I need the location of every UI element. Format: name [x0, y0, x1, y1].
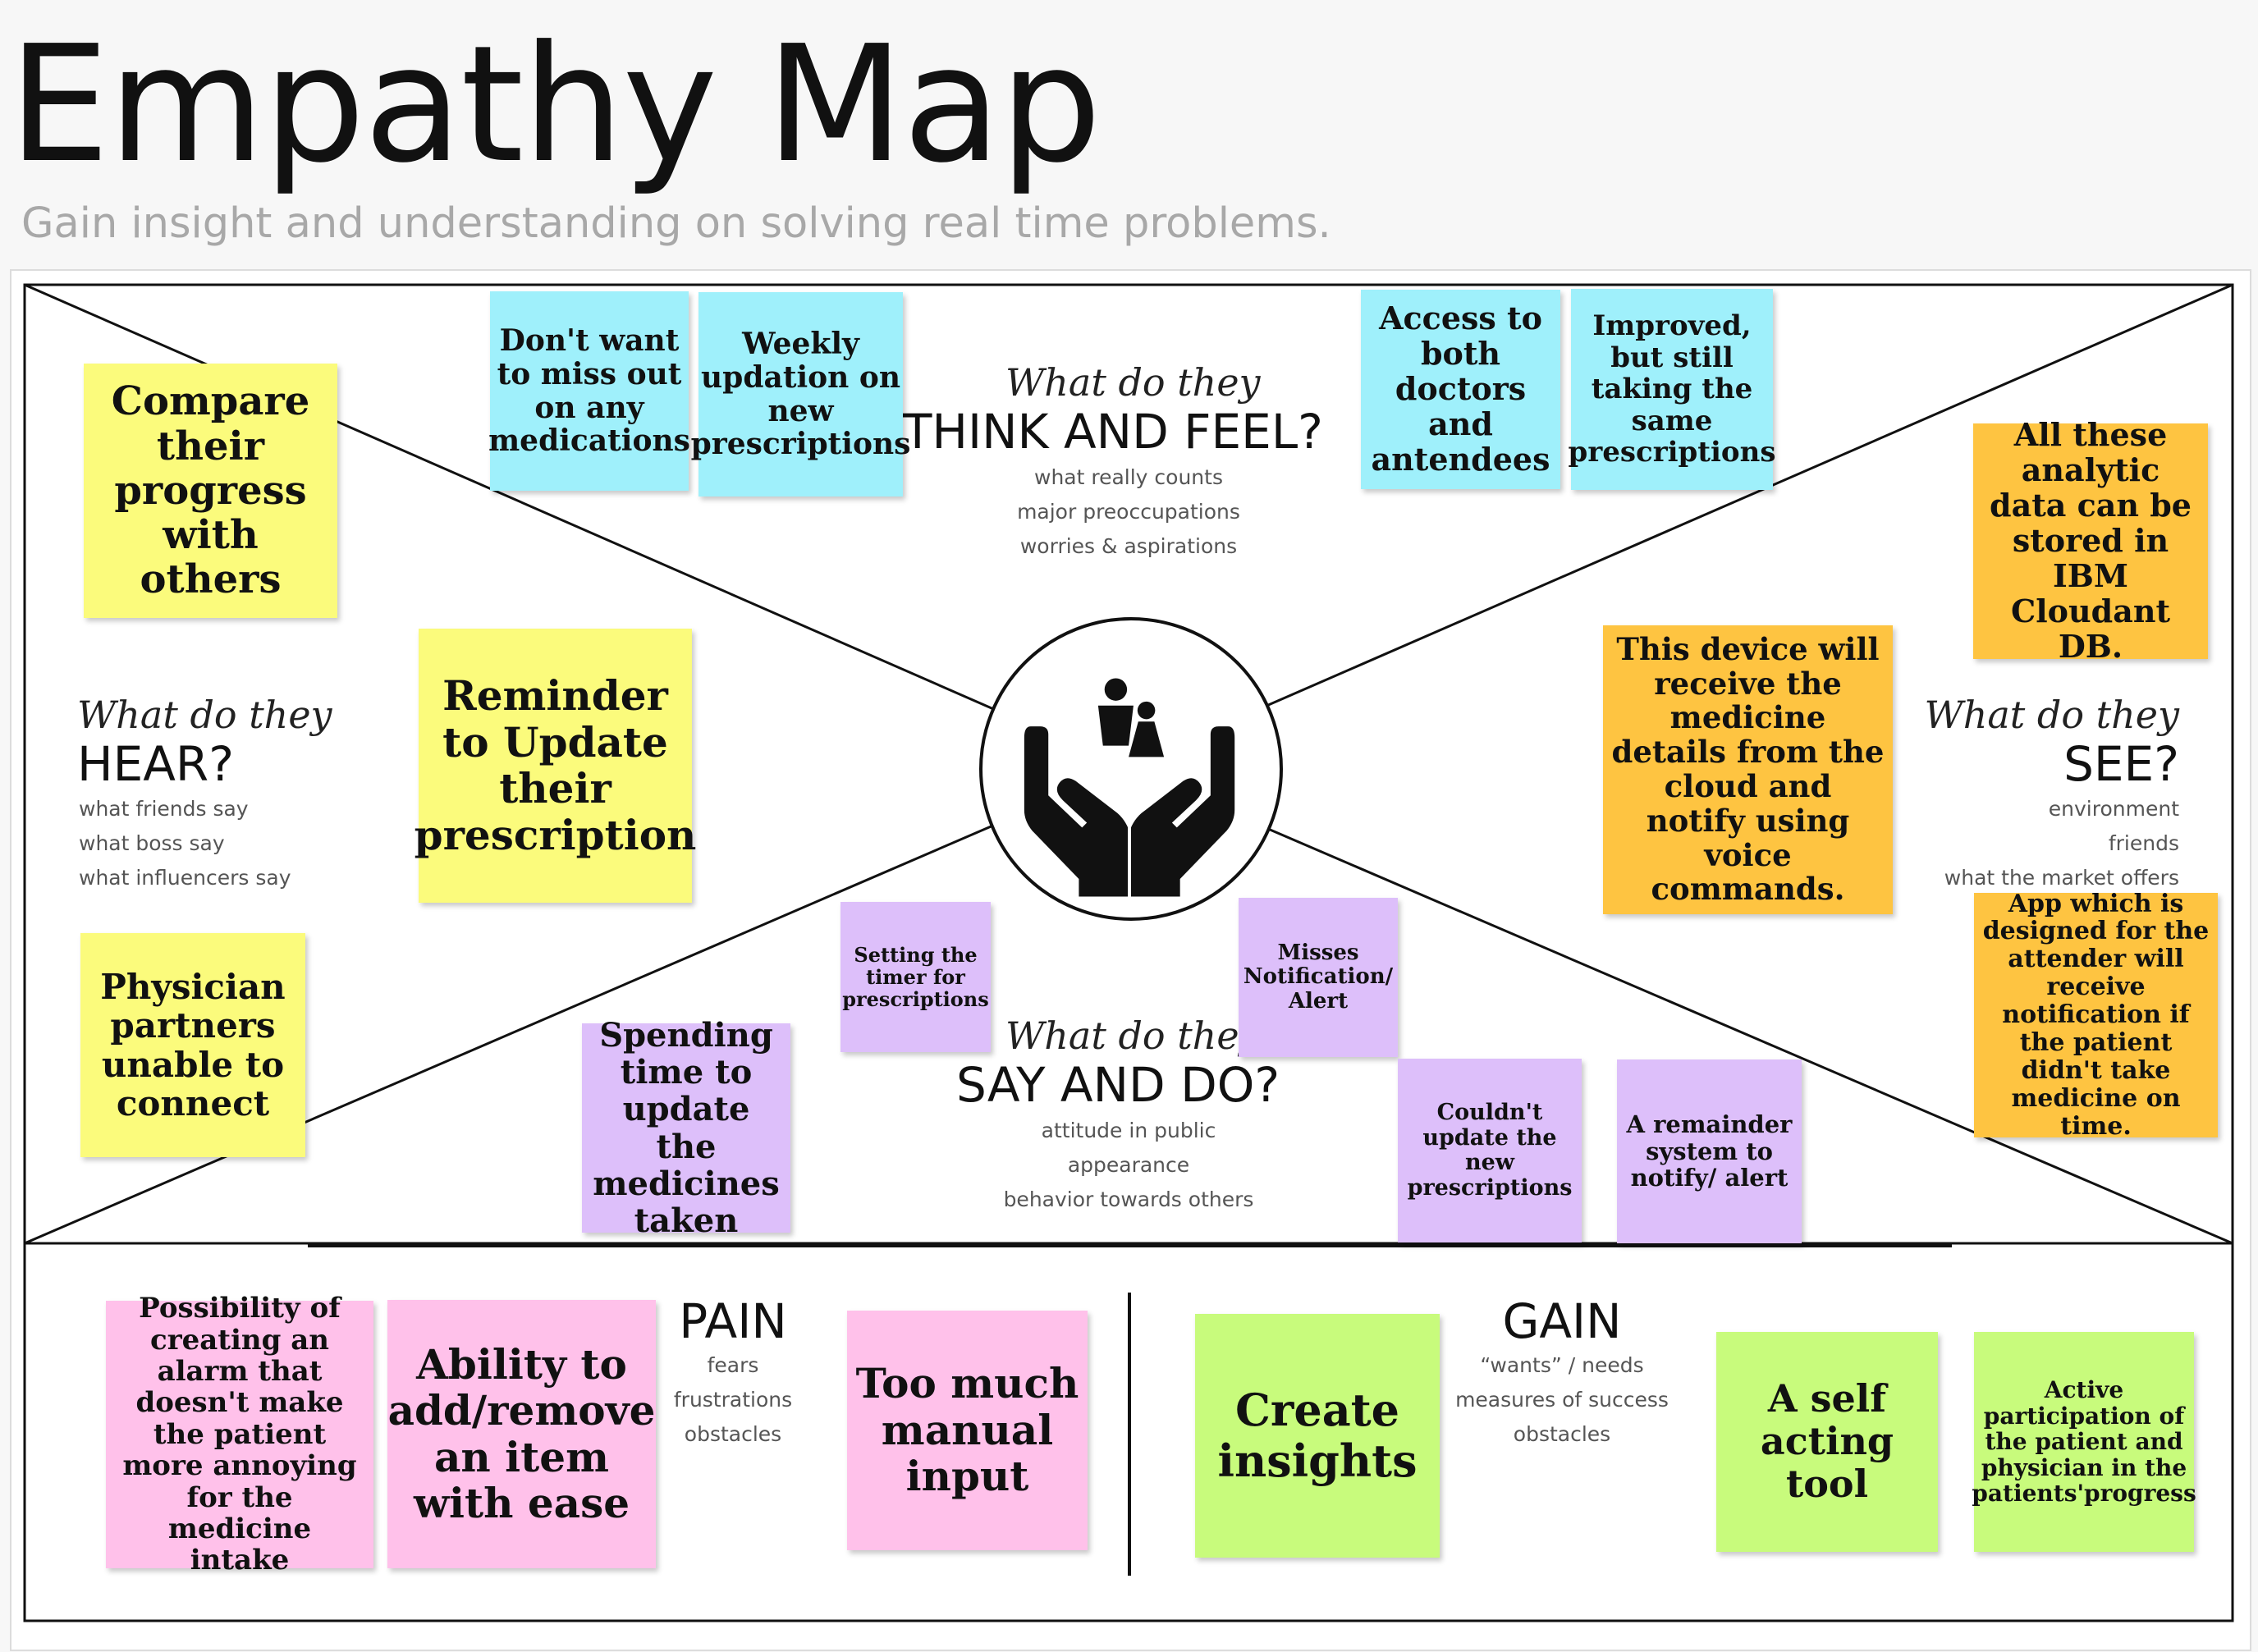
say-do-prefix: What do they — [1005, 1014, 1261, 1058]
sticky-note: A remainder system to notify/ alert — [1617, 1059, 1802, 1243]
sticky-note: Weekly updation on new prescriptions — [691, 292, 910, 497]
see-title: SEE? — [2063, 736, 2179, 792]
sticky-note: Reminder to Update their prescription — [415, 629, 696, 903]
sticky-note: Possibility of creating an alarm that do… — [106, 1293, 373, 1576]
sticky-note: All these analytic data can be stored in… — [1973, 417, 2208, 664]
pain-title: PAIN — [679, 1293, 787, 1349]
page-subtitle: Gain insight and understanding on solvin… — [21, 199, 1331, 248]
think-feel-prefix: What do they — [1005, 360, 1261, 405]
say-do-hint: appearance — [1067, 1153, 1190, 1177]
sticky-note: Create insights — [1195, 1314, 1440, 1558]
pain-hint: obstacles — [684, 1422, 782, 1446]
see-prefix: What do they — [1924, 693, 2179, 737]
sticky-note: Access to both doctors and antendees — [1361, 290, 1560, 489]
sticky-note: Misses Notification/ Alert — [1239, 898, 1398, 1057]
hear-hint: what boss say — [79, 831, 225, 855]
say-do-title: SAY AND DO? — [956, 1057, 1280, 1113]
hands-holding-people-icon — [979, 617, 1283, 921]
hear-hint: what influencers say — [79, 866, 291, 890]
say-do-hint: attitude in public — [1041, 1119, 1216, 1142]
sticky-note: Physician partners unable to connect — [80, 933, 305, 1157]
sticky-note: Ability to add/remove an item with ease — [387, 1300, 656, 1568]
hear-title: HEAR? — [77, 736, 235, 792]
gain-hint: measures of success — [1455, 1388, 1669, 1412]
pain-hint: fears — [707, 1353, 759, 1377]
think-feel-hint: major preoccupations — [1017, 500, 1240, 524]
think-feel-hint: worries & aspirations — [1019, 534, 1238, 558]
gain-hint: “wants” / needs — [1480, 1353, 1644, 1377]
sticky-note: Spending time to update the medicines ta… — [582, 1017, 790, 1239]
hear-hint: what friends say — [79, 797, 249, 821]
page-title: Empathy Map — [8, 11, 1102, 199]
think-feel-title: THINK AND FEEL? — [903, 404, 1323, 460]
think-feel-hint: what really counts — [1034, 465, 1223, 489]
sticky-note: Too much manual input — [847, 1311, 1088, 1550]
gain-title: GAIN — [1502, 1293, 1622, 1349]
sticky-note: Improved, but still taking the same pres… — [1569, 289, 1775, 490]
sticky-note: Setting the timer for prescriptions — [840, 902, 991, 1052]
gain-hint: obstacles — [1513, 1422, 1611, 1446]
see-hint: environment — [2048, 797, 2179, 821]
sticky-note: Couldn't update the new prescriptions — [1398, 1059, 1582, 1242]
sticky-note: Compare their progress with others — [84, 364, 337, 618]
sticky-note: This device will receive the medicine de… — [1603, 625, 1893, 914]
see-hint: what the market offers — [1944, 866, 2179, 890]
say-do-hint: behavior towards others — [1003, 1188, 1254, 1211]
sticky-note: App which is designed for the attender w… — [1974, 890, 2218, 1140]
sticky-note: Don't want to miss out on any medication… — [488, 291, 690, 491]
see-hint: friends — [2108, 831, 2179, 855]
sticky-note: Active participation of the patient and … — [1972, 1332, 2196, 1552]
pain-hint: frustrations — [673, 1388, 793, 1412]
sticky-note: A self acting tool — [1716, 1332, 1938, 1552]
hear-prefix: What do they — [77, 693, 332, 737]
